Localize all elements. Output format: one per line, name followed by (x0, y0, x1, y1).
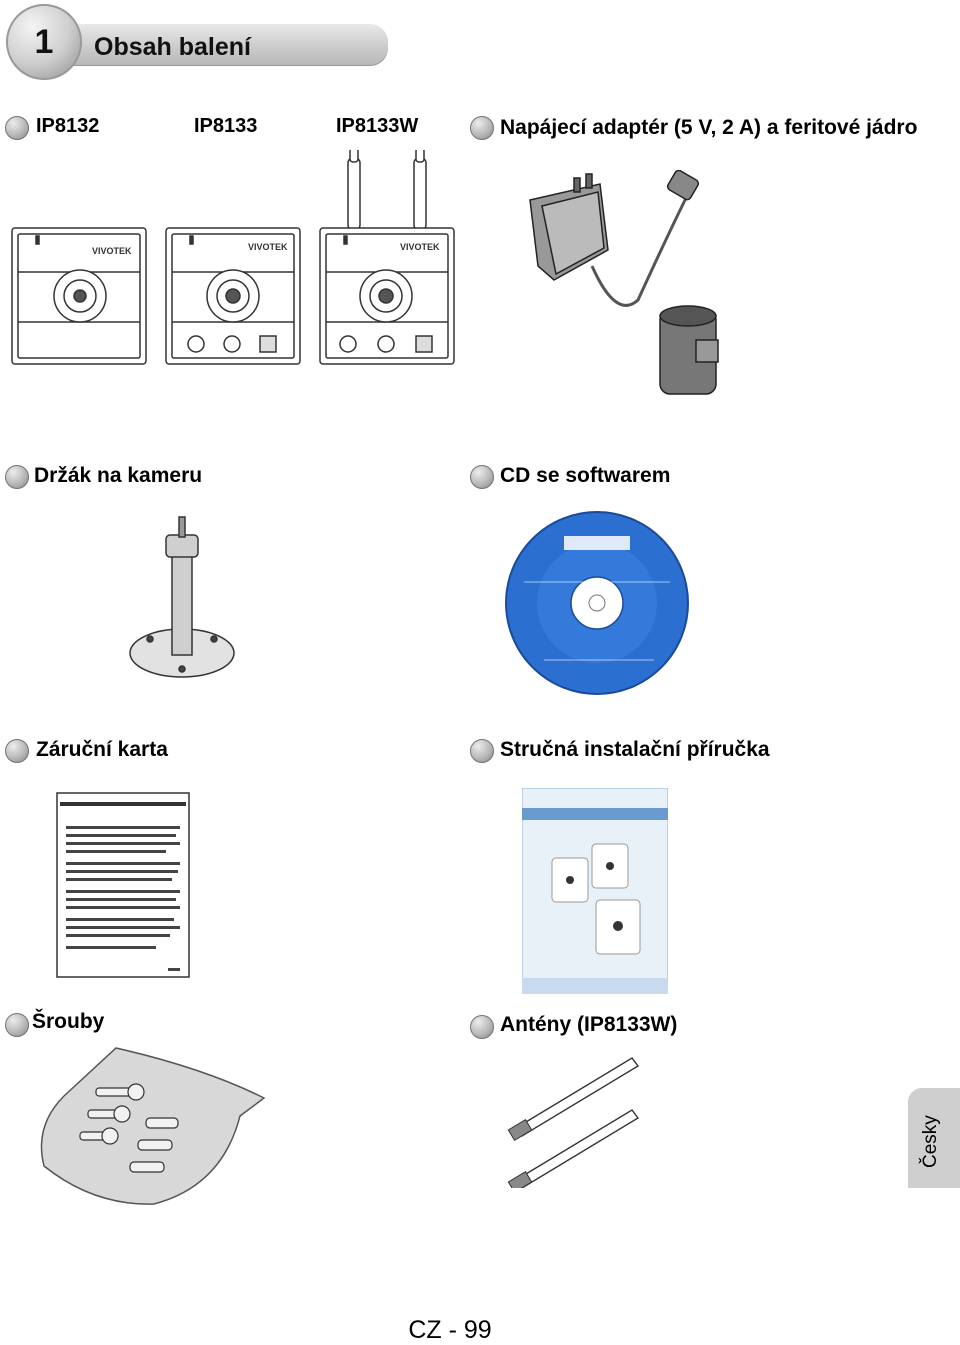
screws-label: Šrouby (32, 1010, 105, 1033)
quick-guide-illustration (522, 788, 668, 994)
bullet-icon (470, 116, 494, 140)
warranty-label: Záruční karta (36, 738, 168, 761)
svg-text:VIVOTEK: VIVOTEK (400, 242, 440, 252)
svg-text:VIVOTEK: VIVOTEK (248, 242, 288, 252)
section-header-bar (60, 24, 388, 66)
cameras-illustration: VIVOTEK VIVOTEK VIVOTEK (11, 150, 455, 365)
cd-label: CD se softwarem (500, 464, 671, 487)
language-tab-label: Česky (920, 1115, 941, 1168)
camera-model-ip8133: IP8133 (194, 115, 258, 137)
camera-model-ip8132: IP8132 (36, 115, 100, 137)
section-number-badge: 1 (6, 4, 82, 80)
warranty-card-illustration (56, 792, 190, 978)
camera-stand-illustration (129, 516, 235, 678)
adapter-label: Napájecí adaptér (5 V, 2 A) a feritové j… (500, 116, 918, 139)
stand-label: Držák na kameru (34, 464, 203, 487)
bullet-icon (5, 1013, 29, 1037)
camera-model-ip8133w: IP8133W (336, 115, 419, 137)
antennas-illustration (507, 1057, 640, 1188)
bullet-icon (470, 739, 494, 763)
screws-bag-illustration (40, 1047, 266, 1205)
software-cd-illustration (505, 511, 689, 695)
adapter-illustration (529, 170, 719, 395)
page-number: CZ - 99 (408, 1316, 492, 1344)
bullet-icon (5, 116, 29, 140)
antennas-label: Antény (IP8133W) (500, 1013, 678, 1036)
bullet-icon (5, 465, 29, 489)
svg-text:VIVOTEK: VIVOTEK (92, 246, 132, 256)
bullet-icon (470, 465, 494, 489)
guide-label: Stručná instalační příručka (500, 738, 770, 761)
section-title: Obsah balení (94, 33, 251, 61)
section-number: 1 (34, 22, 54, 61)
bullet-icon (5, 739, 29, 763)
bullet-icon (470, 1015, 494, 1039)
language-tab: Česky (908, 1088, 960, 1188)
